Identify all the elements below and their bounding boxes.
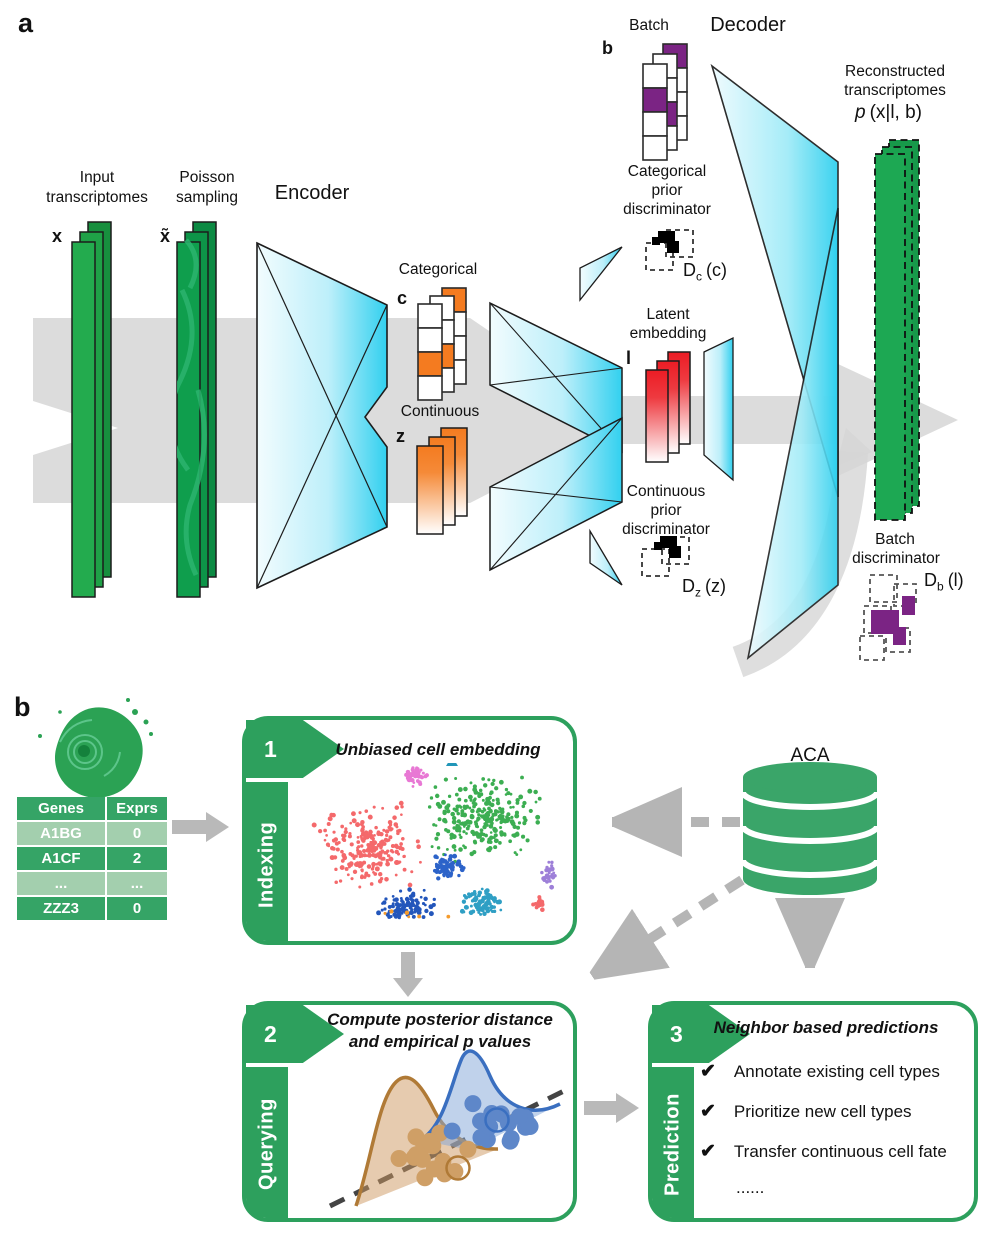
d-subscript: c (696, 269, 702, 284)
encoder-shape (256, 241, 388, 590)
continuous-symbol: z (396, 426, 405, 446)
step-1-title: Unbiased cell embedding (335, 740, 541, 759)
decoder-label: Decoder (710, 14, 786, 36)
prediction-item-text: Prioritize new cell types (733, 1101, 912, 1121)
cat-disc-formula: Dc (c) (683, 260, 727, 284)
d-argument: (l) (947, 570, 964, 590)
recon-formula: p(x|l, b) (855, 102, 922, 124)
table-cell: ZZZ3 (17, 897, 105, 920)
p-argument: (x|l, b) (869, 102, 923, 123)
step-1-number: 1 (246, 720, 344, 778)
one-hot-square-stacks (417, 43, 688, 401)
cont-disc-line2: prior (650, 502, 682, 519)
table-cell: 2 (107, 847, 167, 870)
table-cell: 0 (107, 822, 167, 845)
prediction-item-text: ...... (736, 1178, 765, 1197)
merge-layers-shape (489, 246, 623, 586)
batch-symbol: b (602, 38, 613, 58)
latent-symbol: l (626, 348, 632, 368)
table-header-exprs: Exprs (107, 797, 167, 820)
cat-disc-line3: discriminator (623, 201, 711, 218)
poisson-symbol: x̃ (160, 226, 171, 246)
recon-line1: Reconstructed (845, 63, 945, 80)
reconstructed-stack (874, 139, 920, 521)
check-icon: ✔ (700, 1061, 716, 1082)
prediction-item-2: ✔ Prioritize new cell types (700, 1100, 912, 1123)
input-title-line2: transcriptomes (46, 189, 148, 206)
batch-discriminator-icon (859, 574, 917, 661)
latent-embedding-bars (645, 351, 691, 463)
decoder-shape (703, 63, 839, 661)
cat-disc-line1: Categorical (627, 163, 707, 180)
table-cell: A1BG (17, 822, 105, 845)
table-cell: ... (17, 872, 105, 895)
poisson-title-line2: sampling (175, 189, 239, 206)
step-3-title: Neighbor based predictions (713, 1018, 939, 1037)
batch-disc-line2: discriminator (852, 550, 940, 567)
cont-disc-formula: Dz (z) (682, 576, 726, 600)
d-argument: (z) (705, 576, 726, 596)
background-flow-arrow (33, 318, 958, 678)
d-argument: (c) (706, 260, 727, 280)
categorical-title: Categorical (398, 261, 478, 278)
d-letter: D (682, 576, 695, 596)
poisson-title-line1: Poisson (179, 169, 235, 186)
cat-disc-line2: prior (651, 182, 683, 199)
batch-disc-formula: Db(l) (924, 570, 964, 594)
batch-disc-line1: Batch (875, 531, 915, 548)
d-subscript: z (695, 585, 701, 600)
prediction-item-text: Annotate existing cell types (733, 1061, 940, 1081)
p-letter: p (855, 102, 866, 123)
d-letter: D (683, 260, 696, 280)
prediction-item-1: ✔ Annotate existing cell types (700, 1060, 940, 1083)
prediction-side-label: Prediction (661, 1093, 684, 1196)
input-symbol: x (52, 226, 63, 246)
prediction-item-3: ✔ Transfer continuous cell fate (700, 1140, 947, 1163)
continuous-title: Continuous (400, 403, 480, 420)
table-cell: 0 (107, 897, 167, 920)
aca-label: ACA (790, 745, 830, 766)
d-subscript: b (937, 579, 944, 594)
gene-expression-table: Genes Exprs A1BG 0 A1CF 2 ... ... ZZZ3 0 (17, 797, 167, 920)
check-icon: ✔ (700, 1141, 716, 1162)
recon-line2: transcriptomes (844, 82, 946, 99)
step-1-badge: 1 (246, 720, 344, 778)
latent-title-line1: Latent (646, 306, 690, 323)
prediction-item-more: ...... (736, 1178, 764, 1198)
d-letter: D (924, 570, 937, 590)
prediction-item-text: Transfer continuous cell fate (733, 1141, 947, 1161)
cell-blob-icon (38, 698, 153, 798)
latent-title-line2: embedding (629, 325, 707, 342)
categorical-symbol: c (397, 288, 408, 308)
encoder-label: Encoder (274, 182, 350, 204)
panel-a-label: a (18, 8, 34, 38)
table-cell: ... (107, 872, 167, 895)
step-2-title-line2: and empirical p values (348, 1032, 532, 1051)
continuous-z-bars (416, 427, 468, 535)
table-header-genes: Genes (17, 797, 105, 820)
check-icon: ✔ (700, 1101, 716, 1122)
panel-b-label: b (14, 692, 31, 722)
indexing-side-label: Indexing (255, 821, 278, 909)
step-2-title-line1: Compute posterior distance (327, 1010, 553, 1029)
aca-database-icon (740, 762, 880, 895)
table-cell: A1CF (17, 847, 105, 870)
input-transcriptomes-stack (71, 221, 112, 598)
cont-disc-line1: Continuous (626, 483, 706, 500)
step-3-badge: 3 (652, 1005, 750, 1063)
input-title-line1: Input (79, 169, 115, 186)
continuous-discriminator-icon (641, 536, 690, 577)
step-2-badge: 2 (246, 1005, 344, 1063)
querying-side-label: Querying (255, 1098, 278, 1191)
aca-dashed-arrows (592, 822, 810, 976)
poisson-sampled-stack (176, 221, 217, 598)
cont-disc-line3: discriminator (622, 521, 710, 538)
batch-title: Batch (629, 17, 669, 34)
